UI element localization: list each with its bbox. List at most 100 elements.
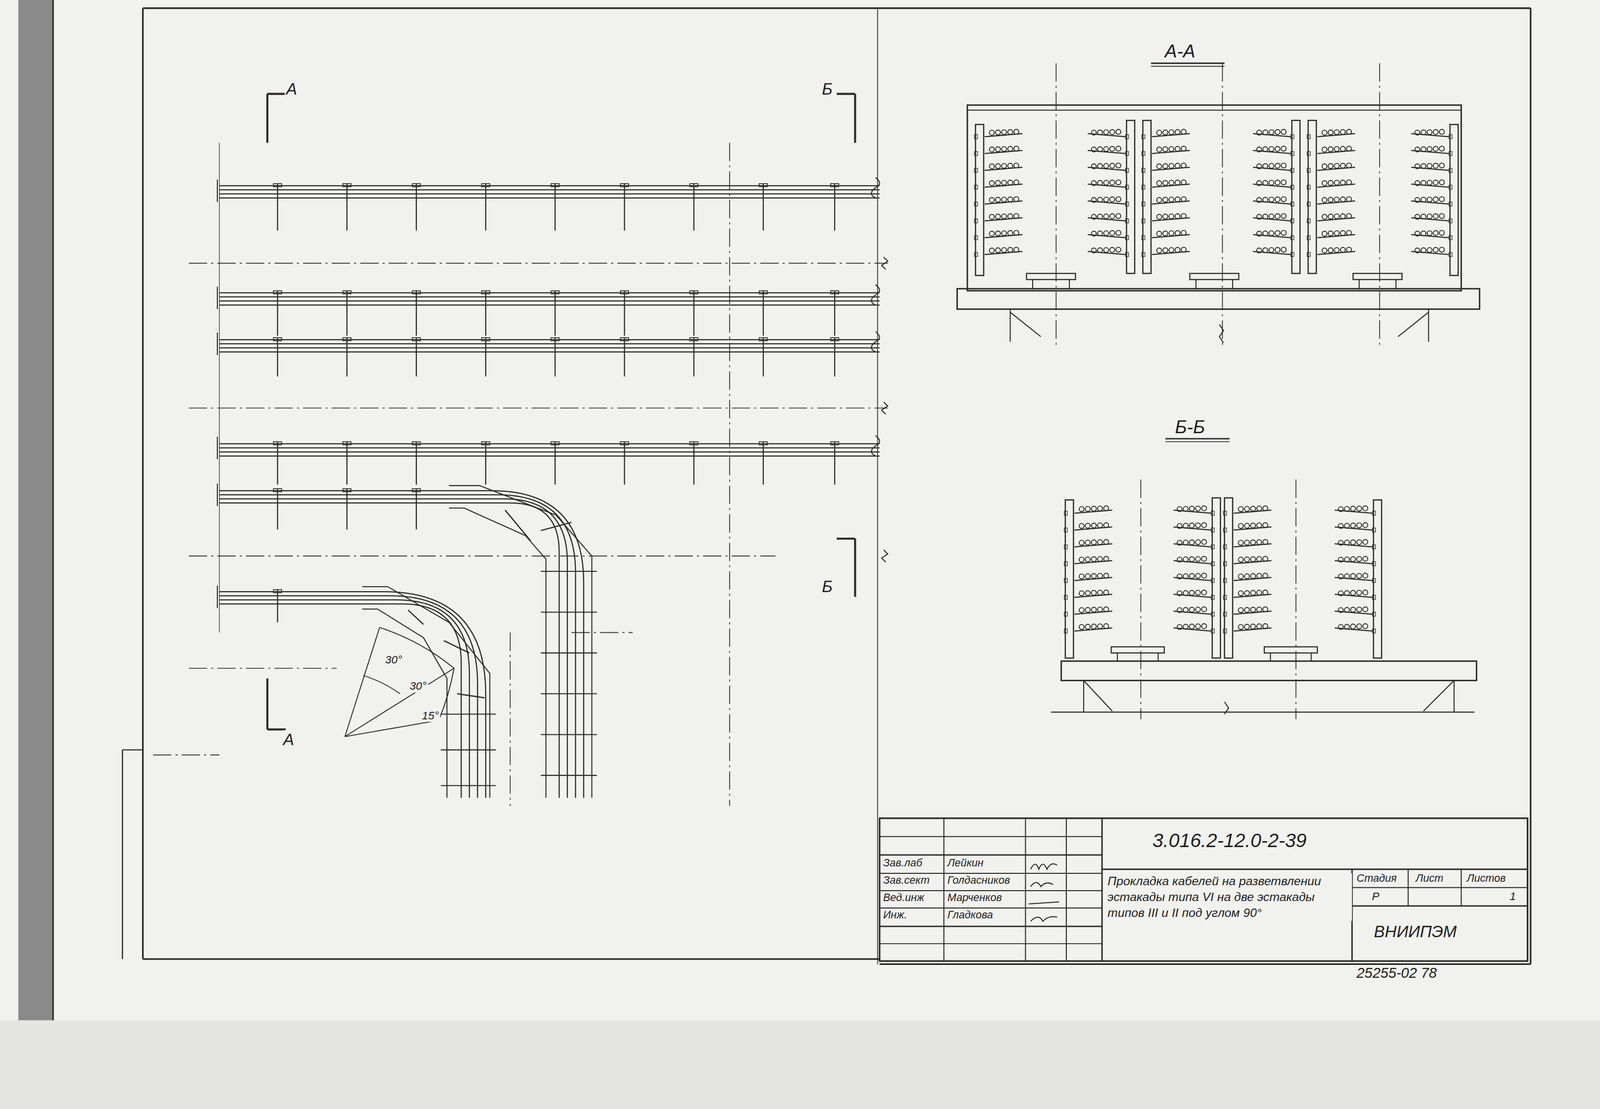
tray-post <box>481 337 490 341</box>
tray-post <box>554 290 556 336</box>
cable <box>1427 213 1433 219</box>
cable-rack <box>1212 498 1221 659</box>
shelf-bracket <box>1290 168 1294 173</box>
shelf-bracket <box>1223 527 1227 532</box>
cable-rack <box>1224 498 1233 659</box>
tray-rung <box>540 734 597 736</box>
channel-beam <box>1358 279 1360 290</box>
cable <box>1097 130 1103 136</box>
title-block <box>879 872 1102 874</box>
break-mark <box>1224 701 1229 715</box>
cable <box>1322 214 1328 220</box>
cable <box>1097 248 1103 253</box>
cable <box>1091 130 1097 136</box>
shelf-bracket <box>1064 578 1068 583</box>
cable <box>1103 163 1109 169</box>
cable <box>1356 522 1362 528</box>
tray-post <box>485 441 487 485</box>
cable <box>1338 624 1344 630</box>
sheet-frame <box>1529 7 1532 964</box>
cable <box>1115 213 1121 219</box>
cable <box>1414 197 1420 203</box>
angle-arc <box>363 675 400 694</box>
section-title: А-А <box>1163 40 1198 62</box>
cable <box>1189 556 1195 562</box>
cable <box>1177 523 1183 529</box>
shelf-bracket <box>1290 218 1294 223</box>
cable <box>1103 247 1109 253</box>
cable <box>1001 230 1007 236</box>
cable <box>1168 129 1174 135</box>
cable <box>1427 247 1433 253</box>
section-mark <box>266 94 269 144</box>
tray-rail <box>362 586 491 799</box>
cable <box>1183 556 1189 562</box>
cable <box>1420 248 1426 253</box>
shelf-bracket <box>1125 235 1129 240</box>
tray-post <box>346 488 348 530</box>
signature <box>1028 901 1060 904</box>
cable <box>1097 590 1103 596</box>
cable <box>1085 556 1091 562</box>
cable <box>1262 130 1268 136</box>
cable-tray <box>219 591 363 593</box>
cable <box>1013 146 1019 151</box>
cable <box>1414 214 1420 220</box>
cable <box>1079 523 1085 529</box>
cable <box>1097 163 1103 169</box>
tray-post <box>277 290 279 336</box>
cable <box>1238 590 1244 596</box>
cable <box>1350 506 1356 512</box>
cable <box>1344 607 1350 613</box>
cable <box>1175 213 1181 219</box>
title-block <box>1101 868 1528 870</box>
support-leg <box>1009 308 1011 342</box>
cable <box>1175 180 1181 186</box>
cable <box>1001 163 1007 169</box>
cable <box>1256 180 1262 186</box>
title-block <box>879 854 1102 856</box>
cable <box>1256 573 1262 579</box>
section-mark <box>267 93 286 96</box>
cable <box>1103 197 1109 202</box>
cable <box>1338 523 1344 529</box>
cable <box>1344 556 1350 562</box>
cable <box>1189 573 1195 579</box>
cable-tray <box>362 595 478 798</box>
cable <box>1195 590 1201 596</box>
sheets-header: Листов <box>1465 872 1508 885</box>
cable <box>1244 506 1250 512</box>
cable <box>1097 147 1103 152</box>
cable <box>1201 522 1207 528</box>
cable <box>1115 196 1121 202</box>
cable <box>1013 230 1019 236</box>
cable <box>1433 213 1439 219</box>
cable <box>1340 146 1346 152</box>
cable-tray <box>219 343 880 345</box>
cable <box>1091 506 1097 512</box>
title-underline <box>1150 65 1225 67</box>
cable <box>1268 247 1274 253</box>
cable-tray <box>219 498 450 500</box>
signature <box>1030 882 1053 887</box>
cable <box>1103 213 1109 219</box>
tray-post <box>277 488 279 530</box>
shelf-bracket <box>1142 151 1146 156</box>
tray-post <box>481 290 490 294</box>
cable-tray <box>219 300 880 302</box>
title-block <box>1460 869 1462 906</box>
drawing-title: Прокладка кабелей на разветвлении эстака… <box>1105 873 1352 921</box>
tray-post <box>762 441 764 485</box>
tray-post <box>693 290 695 336</box>
cable <box>1109 146 1115 152</box>
cable <box>1356 573 1362 579</box>
tray-post <box>620 290 629 294</box>
tray-post <box>689 337 698 341</box>
cable <box>1013 247 1019 252</box>
cable <box>1281 146 1287 151</box>
break-mark <box>881 550 888 563</box>
tray-post <box>623 441 625 485</box>
shelf-bracket <box>1306 252 1310 257</box>
title-block <box>879 836 1102 838</box>
shelf-bracket <box>1290 151 1294 156</box>
